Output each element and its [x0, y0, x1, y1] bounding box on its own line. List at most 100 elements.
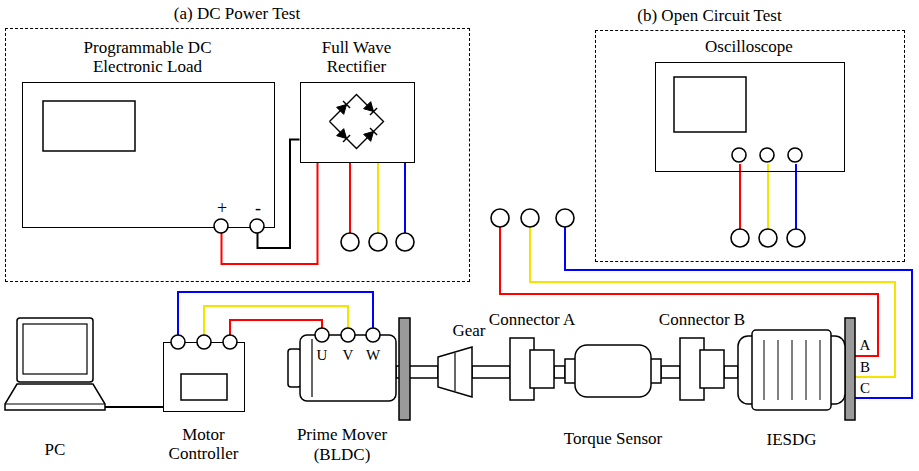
gear-body: [438, 347, 472, 397]
motor-flange: [399, 318, 410, 420]
node-label: PC: [45, 440, 66, 460]
diode-symbol: [337, 129, 347, 139]
node-label: (b) Open Circuit Test: [637, 6, 781, 26]
scope-screen: [674, 77, 746, 132]
load-wire: [222, 163, 318, 265]
terminal-label: C: [860, 381, 870, 396]
phase-label: U: [317, 348, 328, 363]
rectifier-wire: [377, 163, 379, 233]
shape-group: [171, 335, 237, 400]
terminal: [171, 335, 185, 349]
generator-fin: [820, 340, 821, 400]
scope-wire: [767, 164, 769, 229]
terminal: [341, 233, 359, 251]
polarity-label: +: [217, 199, 227, 217]
shape-group: [674, 77, 802, 162]
torque-sensor-outline: [565, 345, 661, 397]
rectifier-wire: [349, 163, 351, 233]
shaft: [661, 366, 680, 378]
node-label: Programmable DC Electronic Load: [65, 38, 230, 77]
terminal: [788, 148, 802, 162]
coupling-half: [700, 350, 724, 388]
controller-display: [181, 374, 227, 400]
node-label: Full Wave Rectifier: [302, 38, 412, 77]
test-region: (a) DC Power TestProgrammable DC Electro…: [5, 28, 470, 282]
diode-bar: [370, 108, 377, 115]
bridge-outline: [330, 95, 384, 149]
gear-symbol: Gear: [438, 347, 472, 397]
motor-cap: [288, 349, 301, 387]
usb-cable: [105, 406, 163, 408]
terminal: [341, 328, 355, 342]
terminal: [396, 233, 414, 251]
terminal: [556, 209, 574, 227]
generator-fin: [806, 340, 807, 400]
shaft: [554, 366, 565, 378]
node-label: IESDG: [766, 430, 816, 450]
generator-fin: [778, 340, 779, 400]
display-screen: [43, 101, 135, 151]
node-label: Gear: [452, 321, 485, 341]
diode-symbol: [337, 104, 347, 114]
laptop-lid: [17, 318, 93, 382]
terminal: [759, 229, 777, 247]
shape-group: [738, 330, 845, 410]
node-label: (a) DC Power Test: [174, 4, 300, 24]
test-region: (b) Open Circuit TestOscilloscope: [595, 30, 905, 262]
generator-fin: [764, 340, 765, 400]
generator-symbol: IESDG: [738, 330, 845, 410]
torque-sensor: Torque Sensor: [565, 345, 661, 397]
phase-label: V: [343, 348, 354, 363]
shaft: [724, 366, 738, 378]
terminal: [491, 209, 509, 227]
terminal: [366, 328, 380, 342]
phase-wire: [178, 292, 373, 342]
controller-box-outline: [163, 342, 245, 412]
controller-box: Motor Controller: [163, 342, 245, 412]
node-label: Connector B: [659, 310, 745, 330]
pc-laptop-outline: [5, 318, 105, 410]
shape-group: [330, 95, 384, 149]
terminal: [223, 335, 237, 349]
load-wire: [258, 140, 300, 249]
oscilloscope-box: Oscilloscope: [655, 62, 845, 172]
terminal-label: B: [860, 360, 870, 375]
terminal: [521, 209, 539, 227]
diode-bar: [343, 135, 350, 142]
oscilloscope-box-outline: [654, 61, 844, 171]
motor-seam: [311, 339, 312, 397]
terminal: [760, 148, 774, 162]
diode-bar: [370, 128, 377, 135]
shape-group: [680, 338, 724, 400]
gear-line: [454, 353, 455, 391]
diode-symbol: [364, 102, 374, 112]
terminal: [214, 219, 228, 233]
electronic-load-outline: [21, 81, 274, 227]
generator-fin: [792, 340, 793, 400]
shape-group: [5, 318, 105, 410]
shaft: [472, 366, 510, 378]
electronic-load: Programmable DC Electronic Load: [22, 82, 275, 228]
scope-wire: [739, 164, 741, 229]
terminal: [731, 229, 749, 247]
rectifier-box: Full Wave Rectifier: [300, 82, 415, 163]
diode-symbol: [364, 131, 374, 141]
shape-group: [43, 101, 264, 233]
polarity-label: -: [255, 199, 261, 217]
node-label: Prime Mover (BLDC): [290, 425, 395, 464]
node-label: Torque Sensor: [564, 429, 662, 449]
terminal: [197, 335, 211, 349]
terminal: [787, 229, 805, 247]
node-label: Oscilloscope: [705, 37, 793, 57]
gear-symbol-outline: [438, 347, 472, 397]
node-label: Connector A: [489, 310, 575, 330]
generator-core: [752, 330, 831, 410]
pc-laptop: PC: [5, 318, 105, 410]
coupling-half: [530, 350, 554, 388]
phase-label: W: [366, 348, 380, 363]
terminal: [732, 148, 746, 162]
node-label: Motor Controller: [159, 425, 249, 464]
laptop-base: [5, 384, 105, 410]
laptop-screen: [23, 324, 87, 374]
